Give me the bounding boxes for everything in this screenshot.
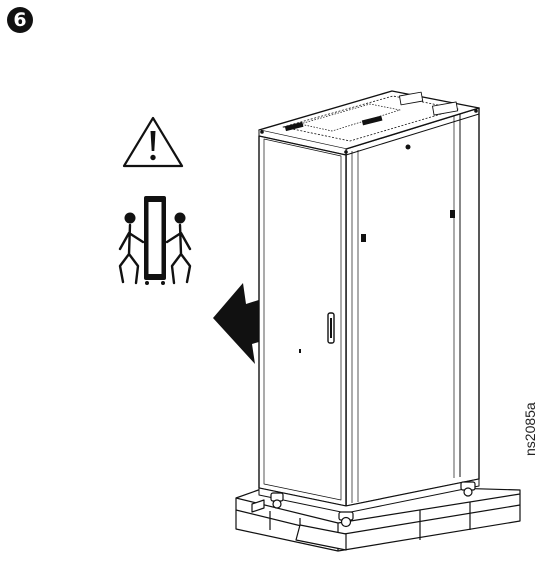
warning-triangle-icon xyxy=(122,116,184,168)
figure-code: ns2085a xyxy=(522,402,538,456)
two-person-lift-icon xyxy=(118,196,192,285)
step-number: 6 xyxy=(13,9,27,31)
rack-casters xyxy=(270,481,476,528)
step-number-badge: 6 xyxy=(7,7,33,33)
rack-cabinet xyxy=(258,90,480,514)
